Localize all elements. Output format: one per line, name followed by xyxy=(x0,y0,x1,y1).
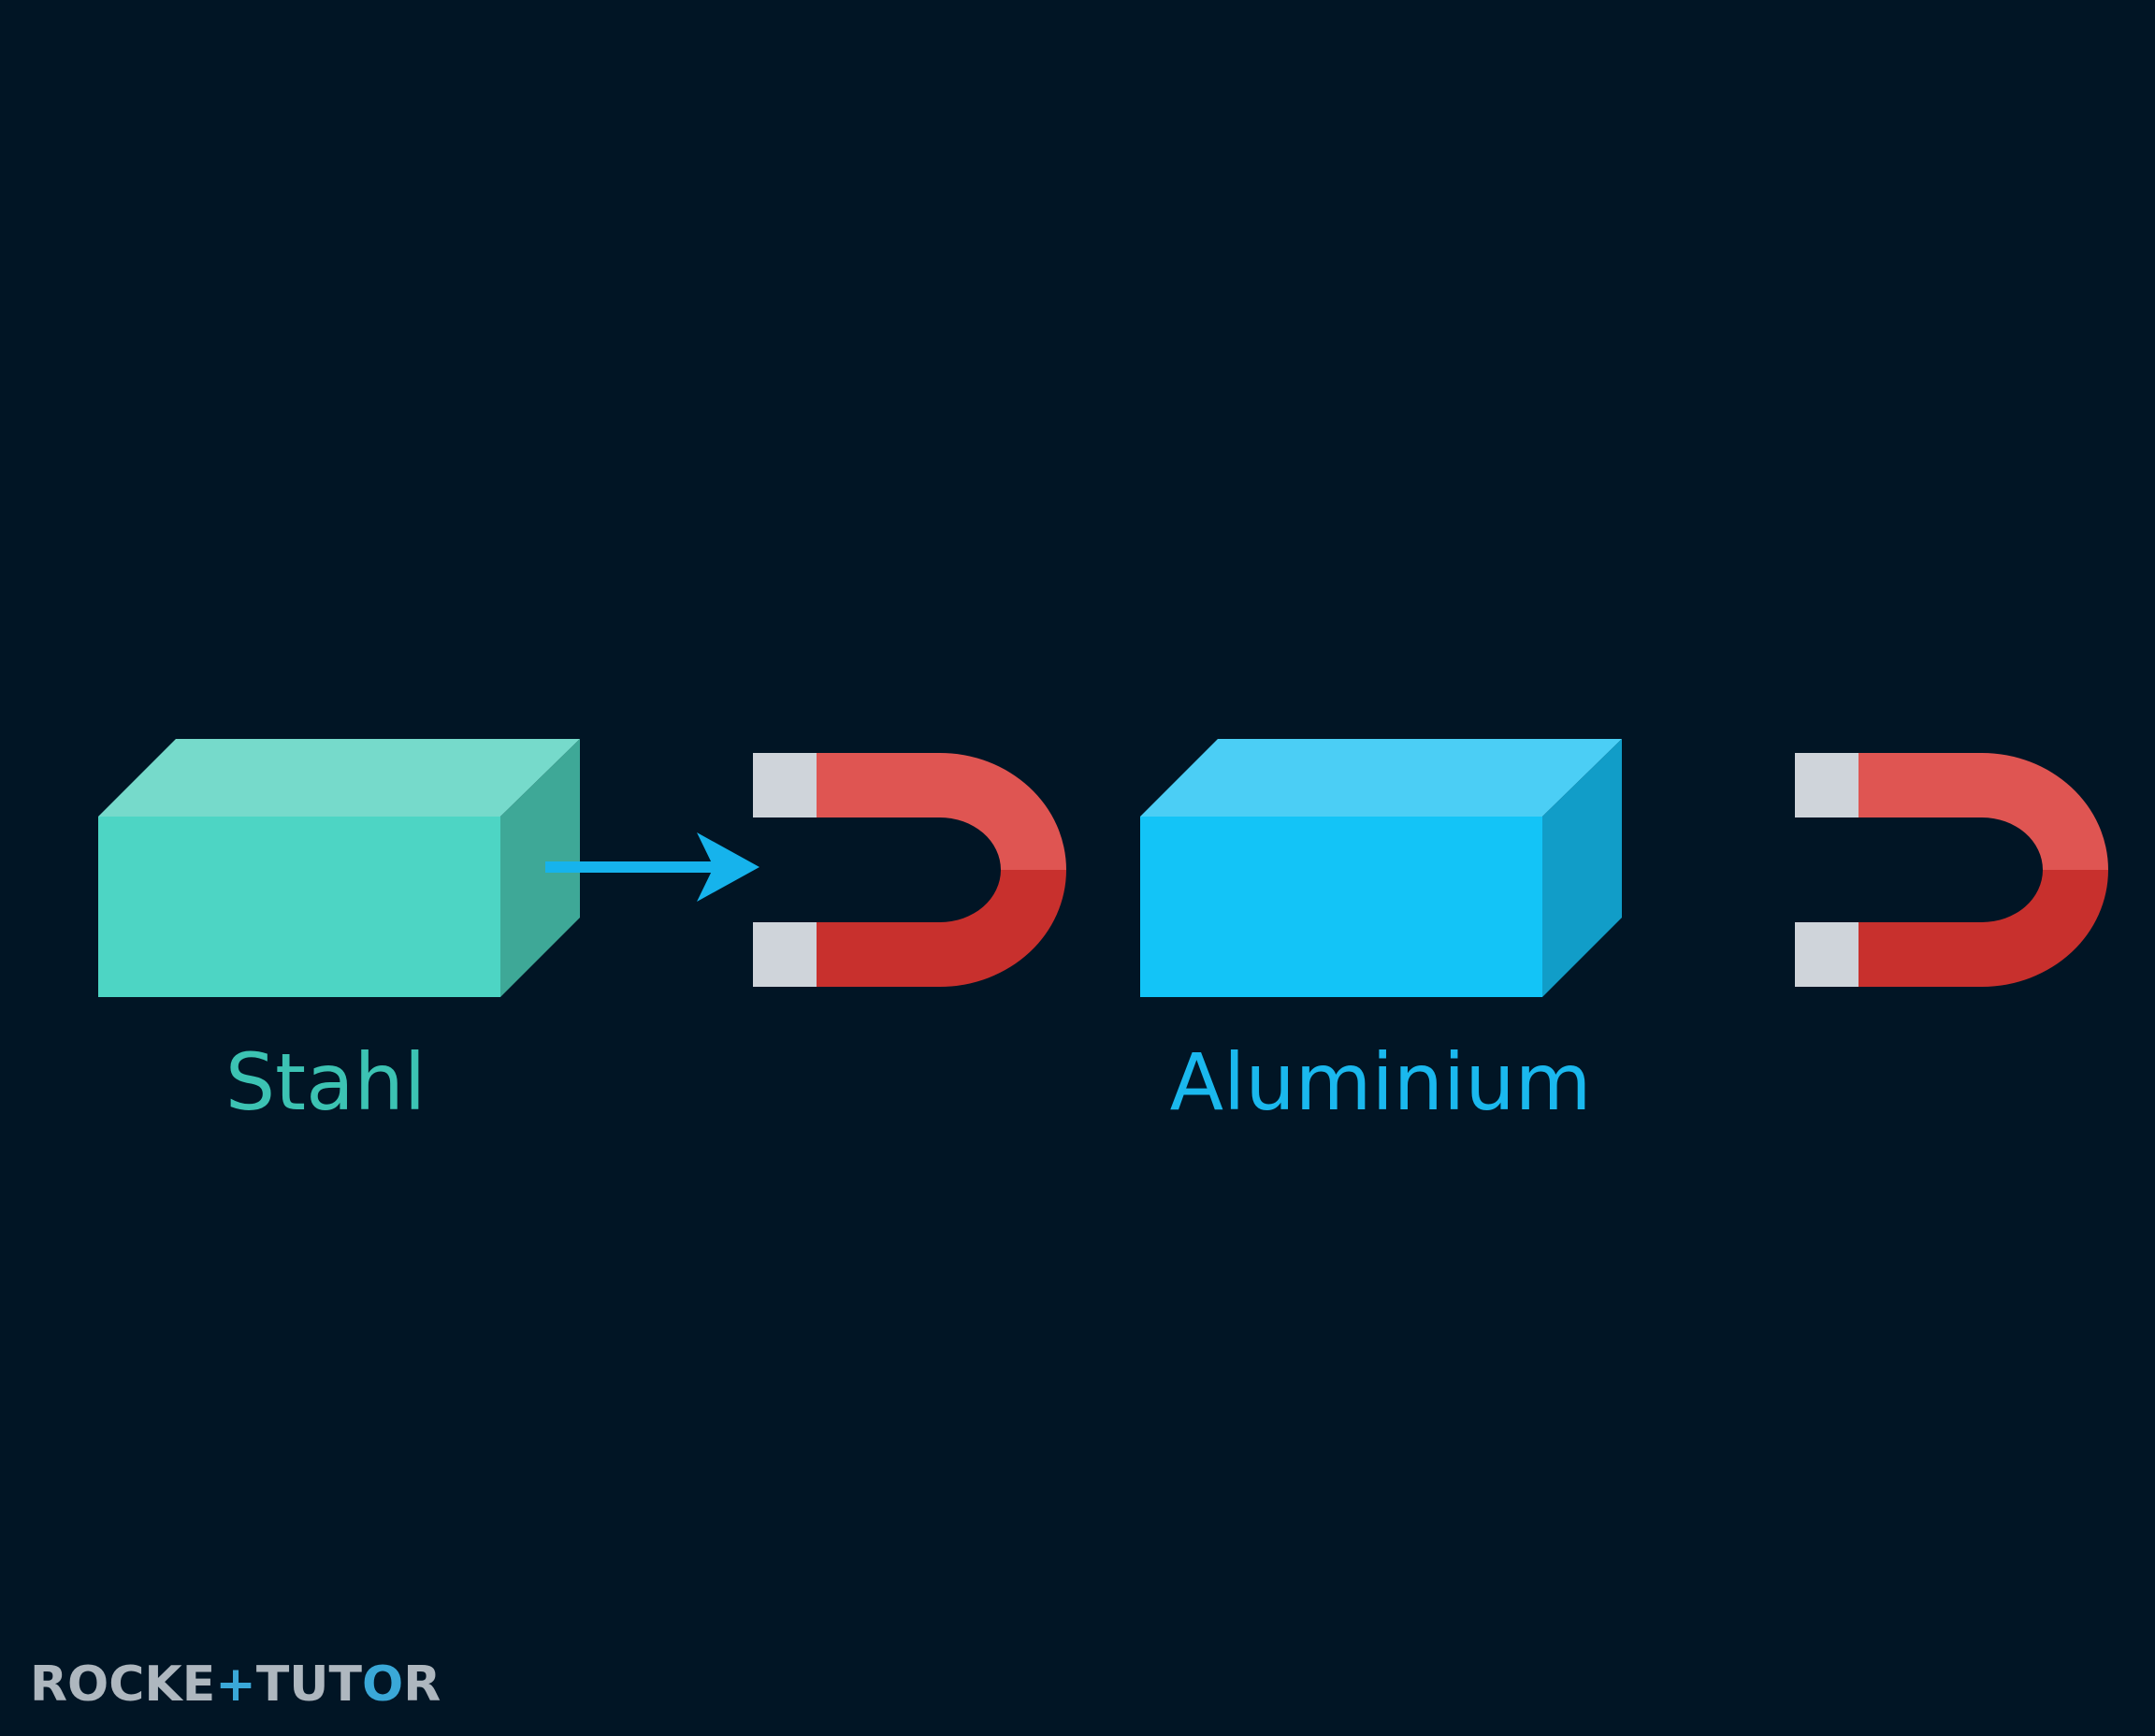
attraction-arrow xyxy=(545,832,759,902)
steel-block-top xyxy=(98,739,580,817)
rockettutor-logo: ROCKE+TUTOR xyxy=(30,1656,441,1713)
horseshoe-magnet-icon xyxy=(753,753,1066,987)
aluminium-label: Aluminium xyxy=(1170,1036,1592,1128)
steel-block-side xyxy=(500,739,580,997)
steel-block xyxy=(98,739,580,997)
steel-block-front xyxy=(98,817,500,997)
horseshoe-magnet-icon xyxy=(1795,753,2108,987)
aluminium-block-top xyxy=(1140,739,1622,817)
steel-label: Stahl xyxy=(225,1036,426,1128)
aluminium-block-front xyxy=(1140,817,1542,997)
aluminium-block-side xyxy=(1542,739,1622,997)
aluminium-block xyxy=(1140,739,1622,997)
